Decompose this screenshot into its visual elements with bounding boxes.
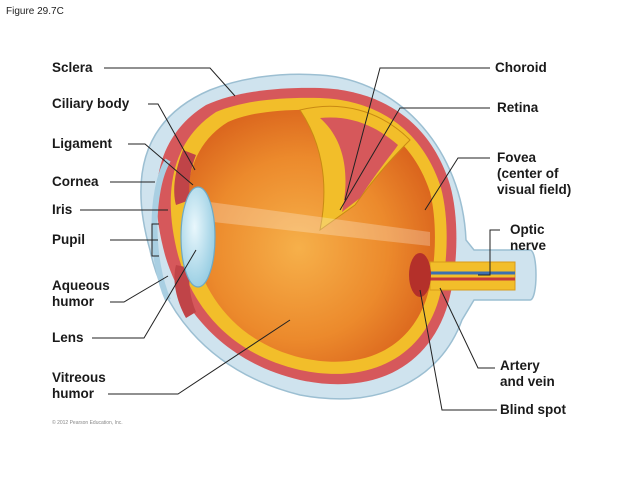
leader-retina [339,107,490,211]
leader-sclera [104,67,236,97]
leader-optic-nerve [478,229,500,276]
leader-blind-spot [419,289,497,411]
label-aqueous-humor-line2: humor [52,294,94,309]
cutaway-flap-inner [320,117,398,212]
label-blind-spot: Blind spot [500,402,566,417]
label-optic-nerve-line2: nerve [510,238,547,253]
leader-lines [80,67,500,411]
label-artery-vein-line1: Artery [500,358,540,373]
label-lens: Lens [52,330,84,345]
leader-ciliary-body [148,103,196,171]
leader-ligament [128,143,194,186]
leader-artery-vein [439,287,495,369]
label-iris: Iris [52,202,73,217]
label-pupil: Pupil [52,232,85,247]
label-ciliary-body: Ciliary body [52,96,130,111]
ciliary-body-shape [174,150,196,205]
blind-spot-shape [409,253,431,297]
label-fovea: Fovea (center of visual field) [497,150,571,198]
leader-vitreous-humor [108,319,291,395]
label-optic-nerve: Optic nerve [510,222,546,254]
visual-axis [195,200,430,246]
lens-shape [180,186,216,288]
label-aqueous-humor: Aqueous humor [52,278,110,310]
label-vitreous-humor: Vitreous humor [52,370,106,402]
optic-nerve-shape [429,261,516,291]
label-retina: Retina [497,100,539,115]
label-vitreous-humor-line2: humor [52,386,94,401]
leader-fovea [424,157,490,211]
copyright-notice: © 2012 Pearson Education, Inc. [52,420,123,426]
label-choroid: Choroid [495,60,547,75]
label-fovea-line1: Fovea [497,150,537,165]
leader-aqueous-humor [110,275,169,303]
label-optic-nerve-line1: Optic [510,222,545,237]
leader-lens [92,249,197,339]
pupil-bracket [151,223,159,257]
figure-label: Figure 29.7C [6,6,64,17]
label-ligament: Ligament [52,136,113,151]
label-vitreous-humor-line1: Vitreous [52,370,106,385]
label-artery-vein-line2: and vein [500,374,555,389]
label-artery-vein: Artery and vein [500,358,555,390]
label-fovea-line3: visual field) [497,182,572,197]
label-sclera: Sclera [52,60,93,75]
label-aqueous-humor-line1: Aqueous [52,278,110,293]
cornea-shape [151,158,171,302]
leader-choroid [344,67,490,201]
label-fovea-line2: (center of [497,166,559,181]
label-cornea: Cornea [52,174,99,189]
